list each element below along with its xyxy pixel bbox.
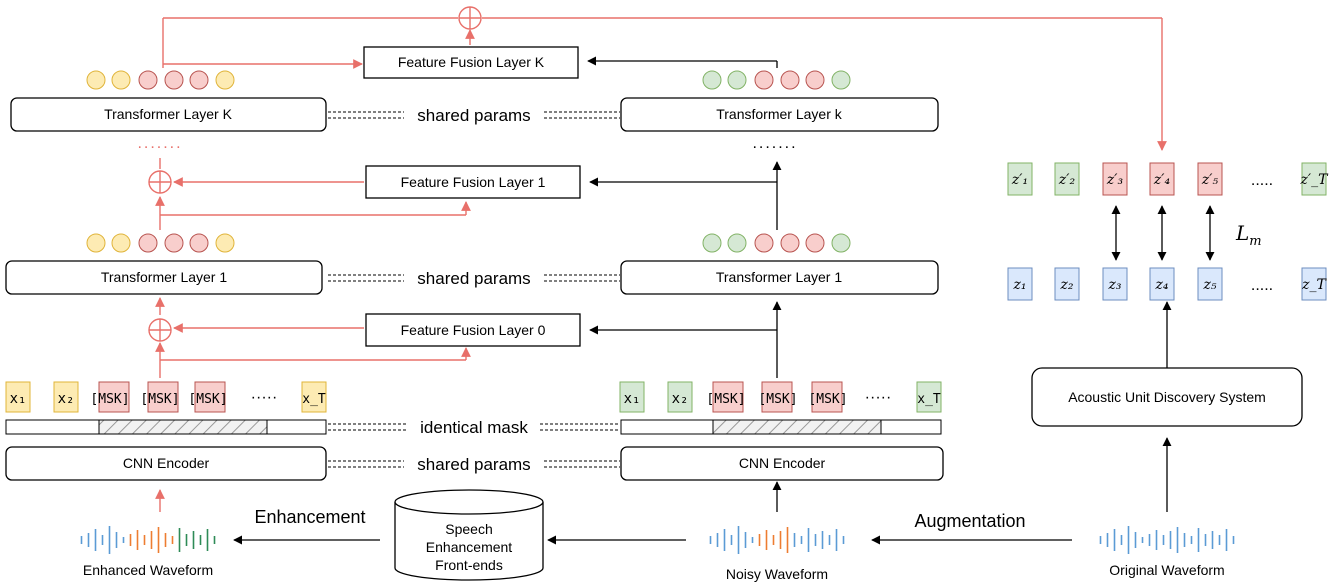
black-connectors	[233, 56, 1215, 545]
svg-text:Feature Fusion Layer 1: Feature Fusion Layer 1	[401, 174, 546, 190]
fusion-layer-1: Feature Fusion Layer 1	[365, 165, 581, 199]
z-row: z₁ z₂ z₃ z₄ z₅ ..... z_T	[1007, 267, 1328, 301]
svg-text:z₅: z₅	[1203, 277, 1217, 293]
right-circles-1	[702, 233, 851, 253]
left-ellipsis: .......	[137, 135, 182, 152]
fusion-layer-0: Feature Fusion Layer 0	[365, 313, 581, 347]
noisy-waveform-label: Noisy Waveform	[726, 566, 828, 582]
svg-text:[MSK]: [MSK]	[706, 392, 745, 407]
right-transformer-1: Transformer Layer 1	[620, 260, 939, 295]
svg-text:[MSK]: [MSK]	[808, 392, 847, 407]
svg-text:x₁: x₁	[624, 391, 641, 407]
plus-k	[458, 6, 482, 30]
svg-text:Transformer Layer 1: Transformer Layer 1	[716, 269, 843, 285]
svg-text:Transformer Layer K: Transformer Layer K	[104, 106, 233, 122]
shared-params-label-k: shared params	[417, 106, 530, 125]
left-red-connectors	[155, 17, 1167, 512]
loss-label: Lm	[1235, 221, 1262, 249]
svg-text:Transformer Layer 1: Transformer Layer 1	[101, 269, 228, 285]
right-mask-bar	[620, 419, 942, 435]
svg-text:z₂: z₂	[1060, 277, 1074, 293]
left-circles-k	[86, 70, 235, 90]
right-cnn-encoder: CNN Encoder	[620, 446, 944, 481]
z-prime-row: z′₁ z′₂ z′₃ z′₄ z′₅ ..... z′_T	[1007, 162, 1330, 196]
svg-text:x₁: x₁	[10, 391, 27, 407]
acoustic-unit-discovery-system: Acoustic Unit Discovery System	[1031, 367, 1303, 427]
right-ellipsis: .......	[752, 135, 797, 152]
noisy-waveform-icon	[709, 526, 845, 554]
svg-text:z₄: z₄	[1155, 277, 1169, 293]
left-cnn-encoder: CNN Encoder	[5, 446, 327, 481]
svg-text:·····: ·····	[865, 389, 892, 406]
svg-text:z′_T: z′_T	[1300, 172, 1330, 188]
svg-text:[MSK]: [MSK]	[140, 392, 179, 407]
svg-text:z₁: z₁	[1013, 277, 1027, 293]
original-waveform-icon	[1099, 526, 1235, 554]
svg-text:x_T: x_T	[302, 392, 326, 407]
svg-text:Enhancement: Enhancement	[426, 539, 513, 555]
svg-text:CNN Encoder: CNN Encoder	[123, 455, 210, 471]
svg-text:Transformer Layer k: Transformer Layer k	[716, 106, 843, 122]
right-tokens: x₁ x₂ [MSK] [MSK] [MSK] ····· x_T	[619, 381, 942, 413]
svg-text:x₂: x₂	[672, 391, 689, 407]
plus-1	[148, 170, 172, 194]
svg-text:.....: .....	[1251, 172, 1273, 189]
shared-links	[328, 111, 620, 468]
svg-text:z′₃: z′₃	[1106, 172, 1124, 188]
fusion-layer-k: Feature Fusion Layer K	[363, 46, 579, 79]
svg-text:z′₅: z′₅	[1201, 172, 1219, 188]
svg-text:x_T: x_T	[917, 392, 941, 407]
svg-text:Speech: Speech	[445, 521, 492, 537]
svg-text:·····: ·····	[251, 389, 278, 406]
left-mask-bar	[5, 419, 327, 435]
svg-text:z₃: z₃	[1108, 277, 1122, 293]
left-transformer-1: Transformer Layer 1	[5, 260, 323, 295]
svg-text:z′₂: z′₂	[1058, 172, 1076, 188]
original-waveform-label: Original Waveform	[1109, 562, 1224, 578]
left-transformer-k: Transformer Layer K	[10, 97, 327, 132]
svg-text:CNN Encoder: CNN Encoder	[739, 455, 826, 471]
svg-text:z_T: z_T	[1301, 277, 1327, 293]
left-tokens: x₁ x₂ [MSK] [MSK] [MSK] ····· x_T	[5, 381, 327, 413]
enhanced-waveform-icon	[80, 526, 216, 554]
svg-text:Lm: Lm	[1235, 221, 1262, 249]
svg-text:.....: .....	[1251, 277, 1273, 294]
svg-text:z′₄: z′₄	[1153, 172, 1171, 188]
augmentation-label: Augmentation	[914, 511, 1025, 531]
right-transformer-k: Transformer Layer k	[620, 97, 939, 132]
shared-params-label-1: shared params	[417, 269, 530, 288]
svg-text:x₂: x₂	[58, 391, 75, 407]
svg-text:[MSK]: [MSK]	[188, 392, 227, 407]
shared-params-label-cnn: shared params	[417, 455, 530, 474]
identical-mask-label: identical mask	[420, 418, 528, 437]
svg-text:Front-ends: Front-ends	[435, 557, 503, 573]
svg-text:Feature Fusion Layer K: Feature Fusion Layer K	[398, 54, 545, 70]
svg-text:z′₁: z′₁	[1011, 172, 1028, 188]
right-circles-k	[702, 70, 851, 90]
speech-enhancement-frontends: Speech Enhancement Front-ends	[394, 489, 544, 581]
enhanced-waveform-label: Enhanced Waveform	[83, 562, 213, 578]
plus-0	[148, 318, 172, 342]
svg-text:Feature Fusion Layer 0: Feature Fusion Layer 0	[401, 322, 546, 338]
svg-text:Acoustic Unit Discovery System: Acoustic Unit Discovery System	[1068, 389, 1266, 405]
svg-text:[MSK]: [MSK]	[758, 392, 797, 407]
svg-text:[MSK]: [MSK]	[90, 392, 129, 407]
enhancement-label: Enhancement	[254, 507, 365, 527]
left-circles-1	[86, 233, 235, 253]
